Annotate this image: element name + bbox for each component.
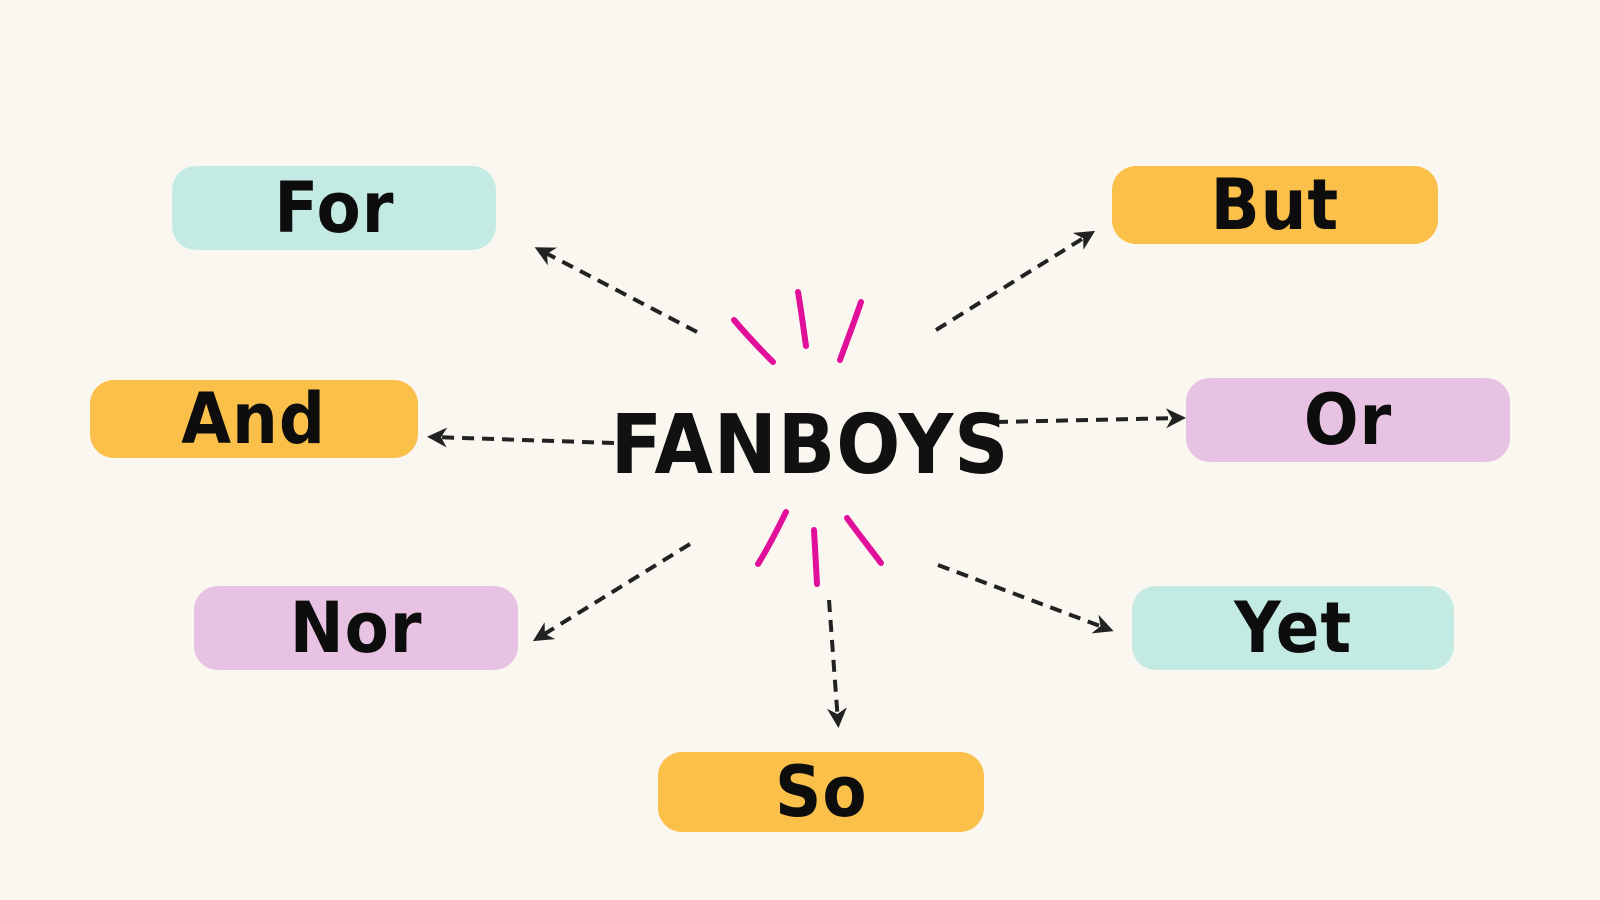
- node-for: For: [172, 166, 496, 250]
- node-but: But: [1112, 164, 1438, 246]
- accent-stroke: [837, 299, 864, 363]
- node-nor: Nor: [194, 586, 518, 670]
- accent-stroke: [731, 317, 776, 365]
- arrow-to-and: [427, 427, 615, 448]
- arrow-to-but: [934, 230, 1096, 332]
- node-label: But: [1210, 164, 1340, 246]
- node-or: Or: [1186, 378, 1510, 462]
- arrow-to-nor: [532, 542, 692, 642]
- node-label: So: [774, 751, 868, 833]
- node-label: Or: [1303, 379, 1393, 461]
- node-label: And: [181, 378, 327, 460]
- arrow-to-for: [534, 247, 698, 334]
- node-label: Nor: [289, 587, 423, 669]
- accent-stroke: [755, 509, 789, 567]
- arrow-to-or: [995, 408, 1186, 429]
- center-title: FANBOYS: [610, 397, 1010, 493]
- node-label: Yet: [1234, 587, 1352, 669]
- accent-stroke: [795, 289, 809, 349]
- arrow-to-yet: [937, 563, 1114, 634]
- node-and: And: [90, 378, 418, 460]
- node-yet: Yet: [1132, 586, 1454, 670]
- accent-stroke: [844, 515, 884, 566]
- node-so: So: [658, 751, 984, 833]
- node-label: For: [273, 167, 395, 249]
- accent-stroke: [811, 527, 820, 587]
- accent-burst-top: [731, 289, 864, 365]
- accent-burst-bottom: [755, 509, 884, 587]
- arrow-to-so: [826, 599, 847, 728]
